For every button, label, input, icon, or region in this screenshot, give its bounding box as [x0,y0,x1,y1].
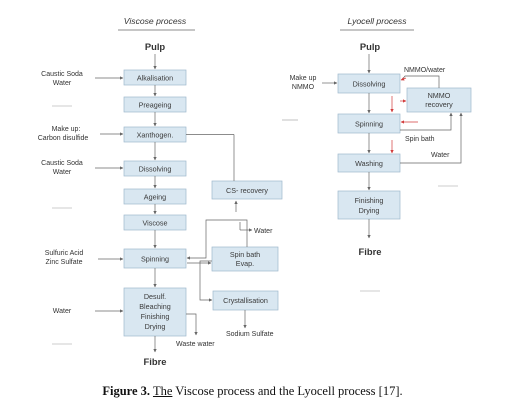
svg-text:NMMO: NMMO [428,91,451,100]
caption-text: Viscose process and the Lyocell process … [172,384,403,398]
lyocell-pulp-label: Pulp [360,41,381,52]
svg-text:Preageing: Preageing [139,101,172,110]
arrow-spin-bath-to-crystallisation [199,260,213,302]
lyocell-spin-bath-label: Spin bath [405,136,435,143]
red-arrow-to-dissolving [400,77,407,81]
viscose-step-desulf: Desulf. Bleaching Finishing Drying [123,287,187,337]
viscose-step-spin-bath-evap: Spin bath Evap. [211,246,279,272]
svg-text:Crystallisation: Crystallisation [223,296,268,305]
svg-text:Spinning: Spinning [141,255,169,264]
svg-text:Ageing: Ageing [144,193,166,202]
svg-text:Dissolving: Dissolving [139,165,172,174]
viscose-fibre-label: Fibre [144,356,167,367]
input-caustic-soda-2-line2: Water [53,169,72,176]
input-caustic-soda-2-line1: Caustic Soda [41,160,83,167]
viscose-step-preageing: Preageing [123,96,187,113]
svg-text:CS- recovery: CS- recovery [226,186,268,195]
figure-caption: Figure 3. The Viscose process and the Ly… [0,384,505,399]
arrow-washing-water-to-nmmo-recovery [400,112,463,164]
viscose-step-dissolving: Dissolving [123,160,187,177]
svg-text:Finishing: Finishing [141,312,170,321]
lyocell-step-washing: Washing [337,153,401,173]
lyocell-nmmo-water-label: NMMO/water [404,67,446,74]
svg-text:Drying: Drying [359,206,380,215]
lyocell-step-finishing-drying: Finishing Drying [337,190,401,220]
viscose-step-viscose: Viscose [123,214,187,231]
input-make-up-line2: Carbon disulfide [38,135,89,142]
viscose-step-spinning: Spinning [123,248,187,269]
svg-text:Drying: Drying [145,322,166,331]
caption-text-underlined: The [152,384,173,398]
input-caustic-soda-1-line1: Caustic Soda [41,71,83,78]
viscose-title: Viscose process [124,16,187,26]
svg-text:Viscose: Viscose [142,219,167,228]
caption-figure-label: Figure 3. [102,384,151,398]
svg-text:Finishing: Finishing [355,196,384,205]
svg-text:Desulf.: Desulf. [144,292,166,301]
viscose-step-crystallisation: Crystallisation [212,290,279,311]
viscose-output-water: Water [254,228,273,235]
svg-text:Spinning: Spinning [355,120,383,129]
svg-text:Bleaching: Bleaching [139,302,171,311]
arrow-desulf-to-waste-water [186,313,198,336]
process-flow-diagram: Viscose process Pulp Alkalisation Preage… [38,16,472,367]
svg-text:Spin bath: Spin bath [230,250,260,259]
svg-text:Xanthogen.: Xanthogen. [137,131,174,140]
lyocell-make-up-line1: Make up [290,75,317,82]
svg-text:Alkalisation: Alkalisation [137,74,173,83]
input-sulfuric-line2: Zinc Sulfate [46,259,83,266]
svg-text:Evap.: Evap. [236,259,254,268]
lyocell-step-spinning: Spinning [337,113,401,134]
lyocell-step-nmmo-recovery: NMMO recovery [406,87,472,113]
arrow-spin-bath-to-spinning [186,219,248,260]
viscose-step-alkalisation: Alkalisation [123,69,187,86]
arrow-spin-bath-to-nmmo-recovery [400,112,453,131]
input-water: Water [53,308,72,315]
input-sulfuric-line1: Sulfuric Acid [45,250,84,257]
lyocell-fibre-label: Fibre [359,246,382,257]
line-nmmo-recovery-to-dissolving [401,75,440,88]
lyocell-title: Lyocell process [347,16,407,26]
viscose-output-waste-water: Waste water [176,341,215,348]
lyocell-water-label: Water [431,152,450,159]
svg-text:Washing: Washing [355,159,383,168]
svg-text:recovery: recovery [425,100,453,109]
viscose-step-cs-recovery: CS- recovery [211,180,283,200]
viscose-step-xanthogen: Xanthogen. [123,126,187,143]
lyocell-step-dissolving: Dissolving [337,73,401,94]
input-make-up-line1: Make up: [52,126,81,133]
svg-text:Dissolving: Dissolving [353,80,386,89]
viscose-pulp-label: Pulp [145,41,166,52]
viscose-step-ageing: Ageing [123,188,187,205]
input-caustic-soda-1-line2: Water [53,80,72,87]
viscose-output-sodium-sulfate: Sodium Sulfate [226,331,274,338]
lyocell-make-up-line2: NMMO [292,84,315,91]
